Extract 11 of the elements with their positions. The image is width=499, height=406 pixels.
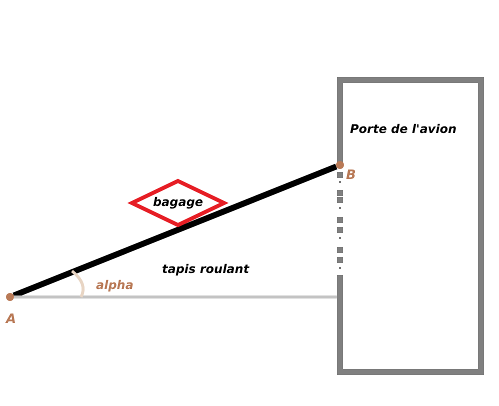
diamond-shape xyxy=(128,178,228,228)
point-marker xyxy=(6,293,14,301)
door-frame xyxy=(337,77,484,375)
point-label: B xyxy=(346,168,356,183)
shape-label: bagage xyxy=(152,195,204,209)
point-label: A xyxy=(6,312,16,327)
conveyor-line xyxy=(12,164,338,298)
ground-line xyxy=(14,296,337,298)
area-label: Porte de l'avion xyxy=(350,122,457,136)
conveyor-label: tapis roulant xyxy=(162,262,250,276)
angle-label: alpha xyxy=(96,278,134,292)
